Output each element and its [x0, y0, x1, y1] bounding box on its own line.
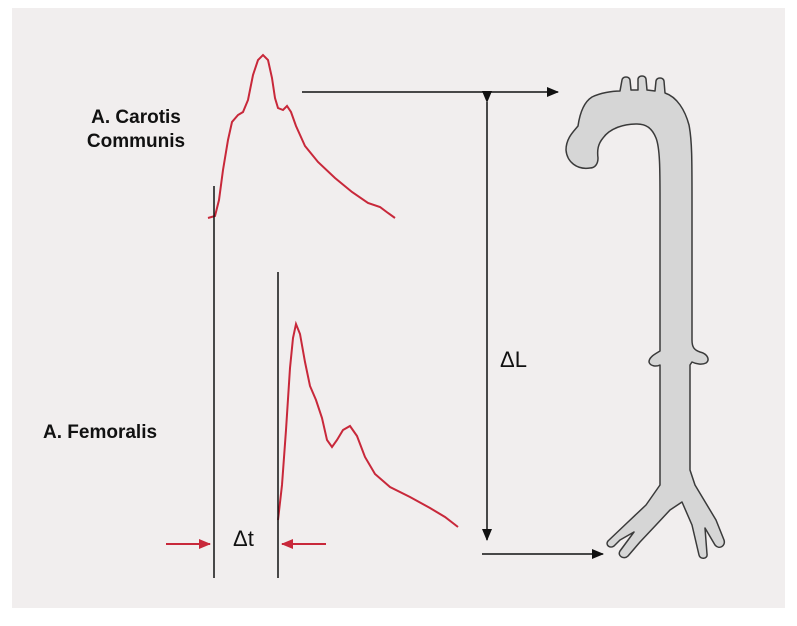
- delta-t-label: Δt: [233, 526, 254, 552]
- carotid-artery-label: A. Carotis Communis: [66, 106, 206, 154]
- femoral-pulse-waveform: [278, 324, 458, 527]
- carotid-pulse-waveform: [208, 55, 395, 218]
- carotid-label-line1: A. Carotis: [66, 106, 206, 130]
- carotid-label-line2: Communis: [66, 130, 206, 154]
- aorta-illustration: [566, 76, 724, 558]
- delta-l-label: ΔL: [500, 347, 527, 373]
- femoral-artery-label: A. Femoralis: [43, 421, 157, 445]
